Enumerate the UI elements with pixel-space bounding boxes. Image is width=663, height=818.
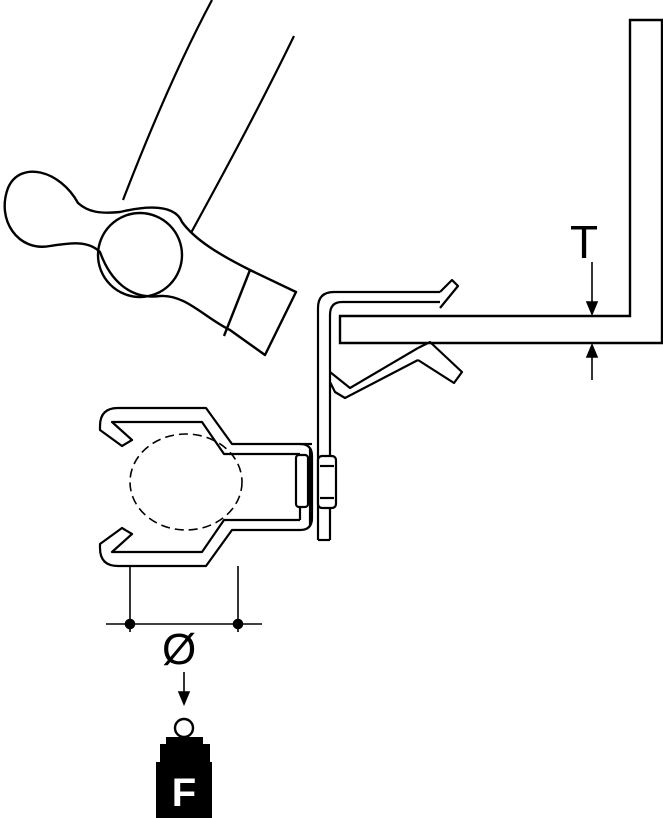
l-plate [338,18,663,345]
dimension-dot-right [232,618,244,630]
force-arrow [177,672,191,707]
wire-holder [98,406,314,568]
diameter-dimension [106,566,262,632]
tool-handle [121,0,295,243]
spring-clip [316,278,464,542]
thickness-dimension [585,262,610,380]
weight-icon [156,717,212,818]
dimension-dot-left [124,618,136,630]
thickness-label: T [570,216,598,268]
diameter-label: Ø [162,625,196,674]
tool-head [3,170,298,357]
force-label: F [172,771,196,815]
rivet [294,453,338,510]
thickness-arrow-down [585,301,599,317]
thickness-arrow-up [585,342,599,358]
gripped-object-outline [129,433,243,531]
